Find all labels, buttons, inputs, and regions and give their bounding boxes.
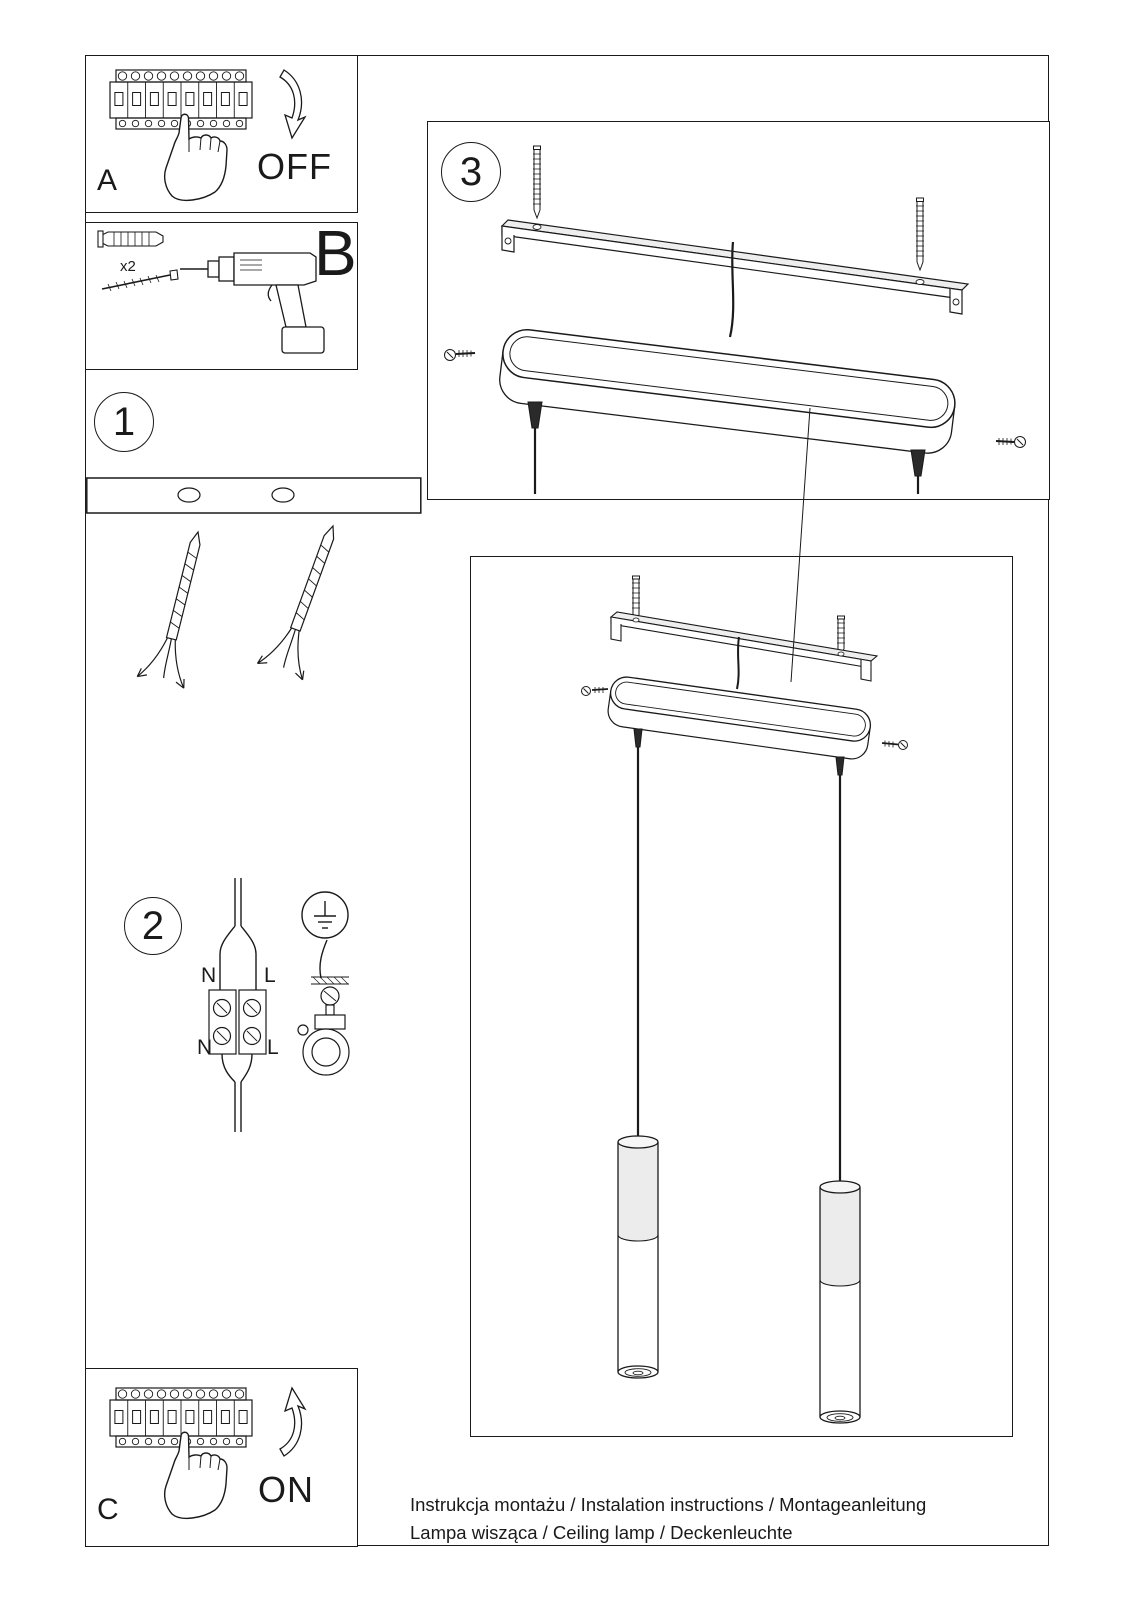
step-b-label: B bbox=[314, 217, 357, 289]
breaker-panel-on-illustration bbox=[109, 1386, 307, 1520]
step-a-label: A bbox=[97, 164, 118, 197]
arrow-down-icon bbox=[279, 69, 307, 140]
side-screw-icon bbox=[581, 686, 609, 696]
hanging-cable bbox=[728, 241, 735, 338]
lamp-shade bbox=[617, 1135, 659, 1379]
side-screw-icon bbox=[444, 349, 476, 361]
ceiling-bracket bbox=[609, 611, 879, 682]
wall-plug-icon bbox=[97, 230, 164, 248]
breaker-panel-off-illustration bbox=[109, 69, 307, 202]
cable-gland-icon bbox=[527, 401, 543, 494]
pointing-hand-icon bbox=[163, 113, 228, 202]
step-c-label: C bbox=[97, 1493, 119, 1526]
quantity-label: x2 bbox=[120, 258, 136, 275]
on-label: ON bbox=[258, 1469, 314, 1510]
ceiling-bracket bbox=[500, 219, 970, 315]
assembled-lamp-box bbox=[470, 556, 1013, 1437]
pointing-hand-icon bbox=[163, 1431, 228, 1520]
hanging-cable bbox=[736, 636, 740, 690]
breaker-panel bbox=[109, 69, 253, 130]
mounting-screw-icon bbox=[533, 145, 541, 220]
cable-gland-icon bbox=[835, 756, 845, 776]
step-c-box: ON C bbox=[85, 1368, 358, 1547]
lamp-shade bbox=[819, 1180, 861, 1424]
canopy bbox=[499, 328, 956, 454]
ceiling-bracket-illustration bbox=[444, 145, 1026, 494]
cable-gland-icon bbox=[910, 449, 926, 494]
canopy bbox=[607, 676, 872, 760]
footer-caption-line1: Instrukcja montażu / Instalation instruc… bbox=[410, 1494, 927, 1515]
step-3-box bbox=[427, 121, 1050, 500]
step-3-number: 3 bbox=[441, 142, 501, 202]
side-screw-icon bbox=[881, 740, 908, 750]
footer-caption-line2: Lampa wisząca / Ceiling lamp / Deckenleu… bbox=[410, 1522, 793, 1543]
mounting-screw-icon bbox=[916, 197, 924, 272]
step-a-box: OFF A bbox=[85, 55, 358, 213]
drill-icon bbox=[180, 252, 325, 354]
step-2-number: 2 bbox=[124, 897, 182, 955]
side-screw-icon bbox=[995, 436, 1026, 448]
arrow-up-icon bbox=[279, 1386, 307, 1457]
tools-illustration: x2 bbox=[97, 230, 325, 354]
screw-icon bbox=[101, 269, 179, 292]
mounting-screw-icon bbox=[837, 615, 845, 657]
off-label: OFF bbox=[257, 146, 332, 187]
pendant-lamp-illustration bbox=[581, 575, 908, 1424]
step-b-box: x2 B bbox=[85, 217, 358, 370]
step-1-number: 1 bbox=[94, 392, 154, 452]
footer-caption: Instrukcja montażu / Instalation instruc… bbox=[410, 1491, 926, 1547]
cable-gland-icon bbox=[633, 728, 643, 748]
